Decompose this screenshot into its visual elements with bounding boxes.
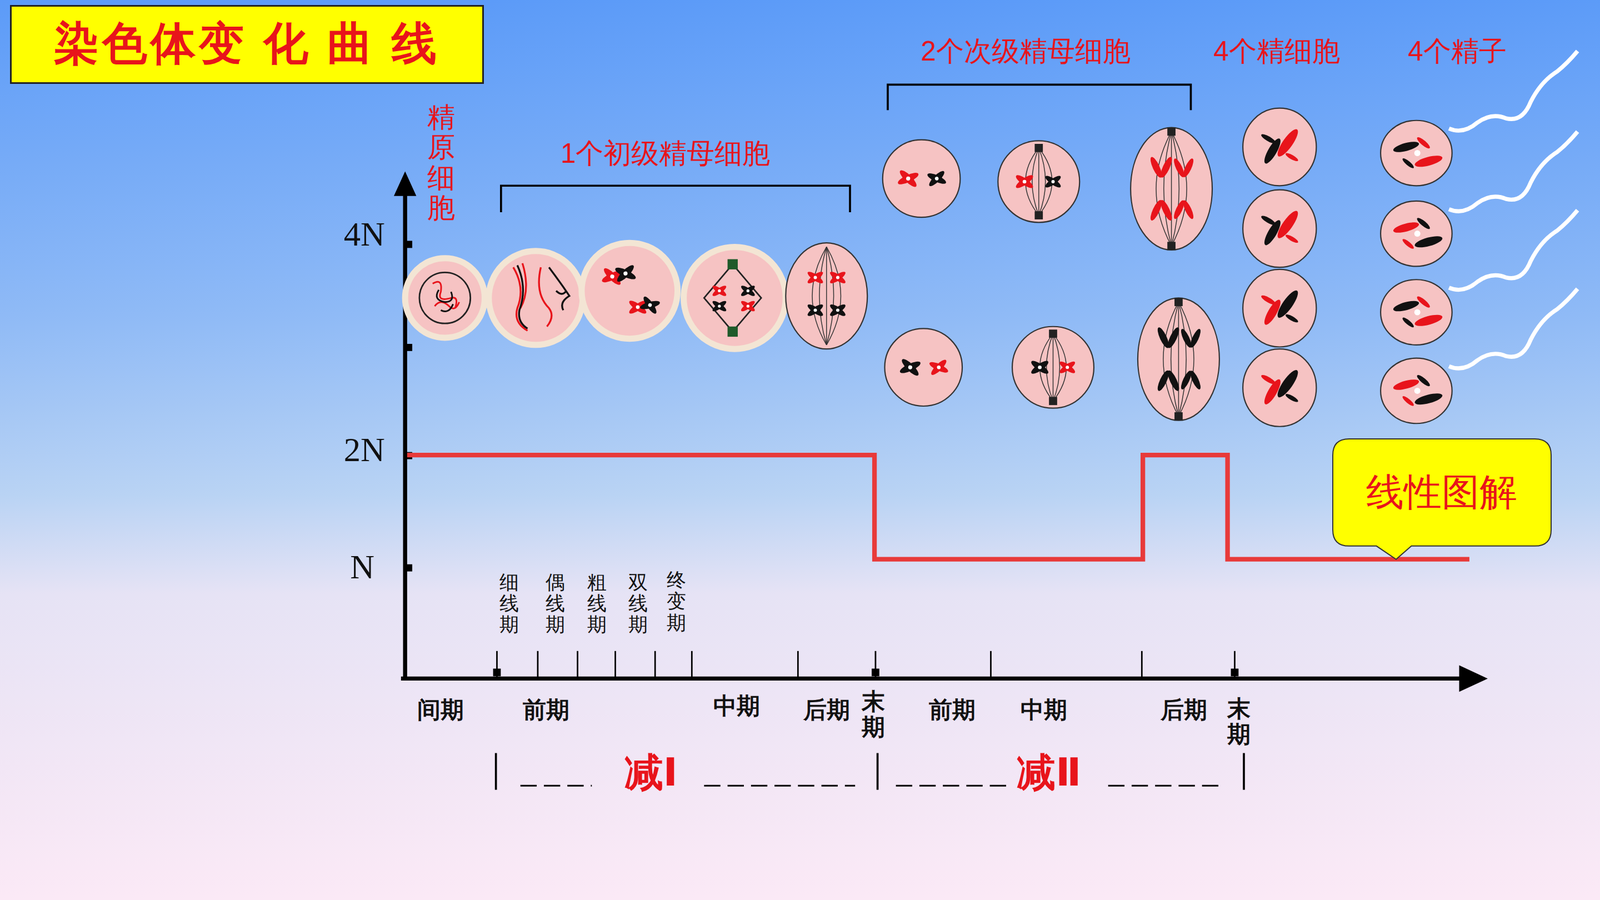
substage-label: 偶线期 xyxy=(545,571,565,636)
cell xyxy=(683,246,787,349)
cell xyxy=(884,328,963,407)
sperm-tail xyxy=(1448,210,1578,290)
cell-stage-label: 1个初级精母细胞 xyxy=(560,137,771,169)
cell-stage-label: 4个精细胞 xyxy=(1213,36,1340,67)
axis-value: 4N xyxy=(343,216,385,254)
cell xyxy=(882,140,961,218)
cells xyxy=(405,51,1578,427)
substage-label: 粗线期 xyxy=(587,571,607,636)
cell xyxy=(1380,120,1453,187)
chromosome-curve xyxy=(407,455,1470,559)
phase-label: 间期 xyxy=(417,697,464,723)
sperm-tail xyxy=(1448,288,1578,369)
division-label: 减Ⅱ xyxy=(1016,751,1082,794)
substage-label: 细线期 xyxy=(499,571,519,636)
phase-label: 中期 xyxy=(713,693,760,719)
cell xyxy=(1242,269,1317,348)
cell-brackets xyxy=(501,84,1192,213)
cell xyxy=(1242,190,1317,268)
division-label: 减Ⅰ xyxy=(624,751,678,794)
cell-stage-label: 4个精子 xyxy=(1407,36,1507,67)
phase-brackets xyxy=(496,753,1244,790)
cell xyxy=(1380,358,1453,424)
cell xyxy=(405,258,485,338)
phase-label: 后期 xyxy=(1160,697,1208,723)
phase-label: 末期 xyxy=(1227,696,1251,748)
cell xyxy=(1380,279,1453,345)
cell xyxy=(997,140,1080,223)
cell xyxy=(1380,201,1453,267)
cell xyxy=(581,242,678,339)
phase-label: 前期 xyxy=(928,697,976,723)
substage-label: 双线期 xyxy=(628,571,648,636)
cell xyxy=(488,251,583,345)
cell xyxy=(785,242,868,349)
axis-value: 2N xyxy=(343,431,385,469)
axis-value: N xyxy=(350,548,375,587)
phase-label: 中期 xyxy=(1020,697,1068,723)
substage-label: 终变期 xyxy=(666,569,687,634)
sperm-tail xyxy=(1448,131,1578,212)
phase-label: 前期 xyxy=(522,697,570,723)
phase-label: 后期 xyxy=(803,697,850,723)
cell xyxy=(1137,297,1220,420)
cell xyxy=(1242,108,1317,187)
x-ticks xyxy=(493,651,1238,679)
axes xyxy=(393,171,1488,693)
cell xyxy=(1242,348,1317,427)
phase-label: 末期 xyxy=(861,688,885,741)
callout-box: 线性图解 xyxy=(1332,438,1552,547)
cell-stage-label: 2个次级精母细胞 xyxy=(920,36,1131,67)
cell xyxy=(1012,326,1094,409)
cell xyxy=(1130,127,1213,250)
title-box: 染色体变 化 曲 线 xyxy=(10,5,484,84)
cell-stage-label: 精原细胞 xyxy=(427,102,455,224)
callout-text: 线性图解 xyxy=(1366,467,1518,518)
